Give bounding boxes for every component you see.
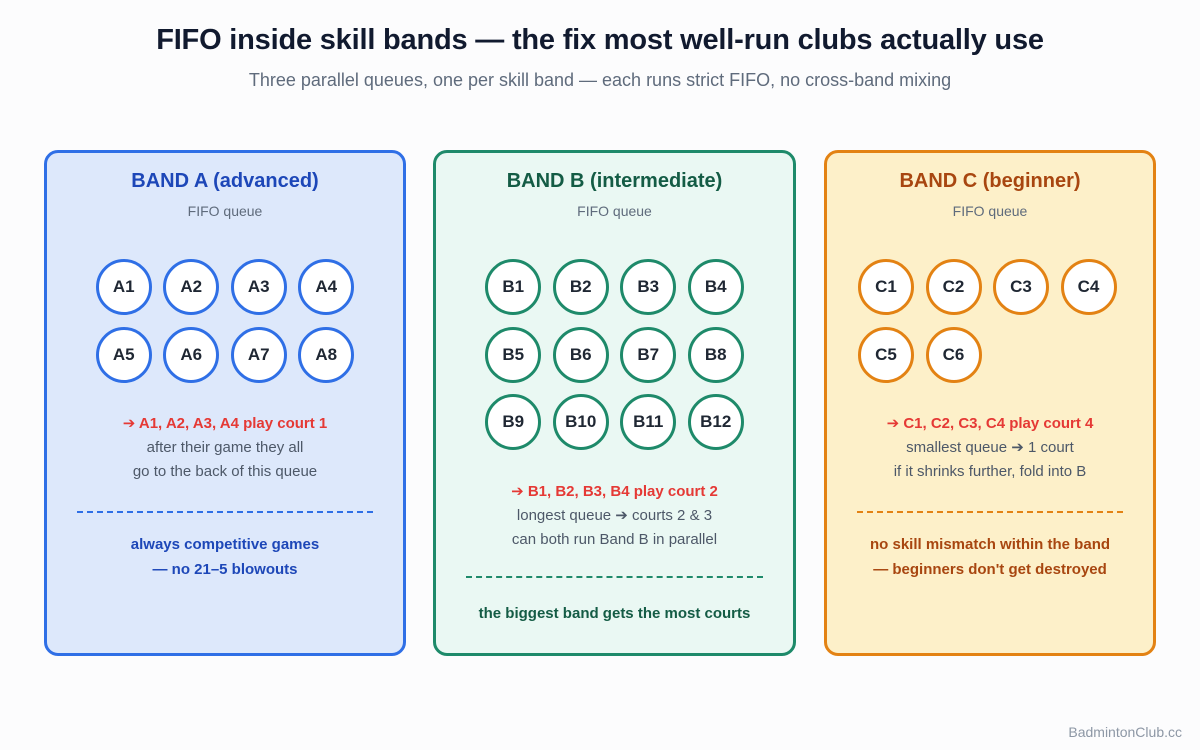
diagram-title: FIFO inside skill bands — the fix most w… [156,24,1044,56]
player-token: C2 [925,259,982,315]
band-b-note-1: longest queue ➔ courts 2 & 3 [516,507,713,524]
player-token: C5 [858,326,914,383]
band-c-info: ➔ C1, C2, C3, C4 play court 4 smallest q… [827,412,1153,484]
player-token: A2 [163,259,220,315]
player-token: A6 [163,326,220,383]
band-c-footer-line-2: — beginners don't get destroyed [873,561,1107,578]
band-a-title: BAND A (advanced) [131,170,319,192]
band-a-court-assignment: ➔ A1, A2, A3, A4 play court 1 [122,415,328,432]
band-c-footer-line-1: no skill mismatch within the band [869,536,1111,553]
diagram-subtitle: Three parallel queues, one per skill ban… [248,70,952,90]
band-a-queue-label: FIFO queue [187,203,263,219]
player-token: A5 [95,326,152,383]
player-token: C6 [925,326,982,383]
band-b-queue-label: FIFO queue [577,203,652,219]
band-a-footer: always competitive games — no 21–5 blowo… [47,532,403,582]
player-token: B5 [485,326,542,383]
player-token: A3 [230,259,287,315]
player-token: A8 [298,326,355,383]
player-token: C3 [993,259,1049,315]
band-a-footer-line-1: always competitive games [130,536,320,553]
player-token: C4 [1060,259,1117,315]
band-a-divider [77,511,373,513]
band-a-footer-line-2: — no 21–5 blowouts [152,561,298,578]
band-c-queue-label: FIFO queue [952,203,1028,219]
band-a-queue: A1 A2 A3 A4 A5 A6 A7 A8 [47,259,403,383]
band-c-queue: C1 C2 C3 C4 C5 C6 [858,259,1153,383]
band-a-note-2: go to the back of this queue [132,463,318,480]
site-watermark: BadmintonClub.cc [1068,724,1182,740]
player-token: B11 [620,394,677,450]
band-c-footer: no skill mismatch within the band — begi… [827,532,1153,582]
player-token: B2 [552,259,609,315]
player-token: B4 [687,259,744,315]
player-token: A7 [230,326,287,383]
band-c-note-2: if it shrinks further, fold into B [893,463,1087,480]
player-token: B8 [687,326,744,383]
band-c-note-1: smallest queue ➔ 1 court [906,439,1074,456]
band-b-note-2: can both run Band B in parallel [511,531,718,548]
player-token: B1 [485,259,542,315]
player-token: B7 [620,326,677,383]
band-b-court-assignment: ➔ B1, B2, B3, B4 play court 2 [511,483,718,500]
band-b-panel: BAND B (intermediate) FIFO queue B1 B2 B… [433,150,796,656]
player-token: B6 [552,326,609,383]
band-b-queue: B1 B2 B3 B4 B5 B6 B7 B8 B9 B10 B11 B12 [436,259,793,450]
band-c-divider [857,511,1123,513]
player-token: B9 [485,394,542,450]
band-b-info: ➔ B1, B2, B3, B4 play court 2 longest qu… [436,480,793,552]
band-c-court-assignment: ➔ C1, C2, C3, C4 play court 4 [886,415,1094,432]
player-token: B10 [552,394,609,450]
band-a-info: ➔ A1, A2, A3, A4 play court 1 after thei… [47,412,403,484]
band-b-title: BAND B (intermediate) [506,170,723,192]
player-token: C1 [858,259,914,315]
player-token: B3 [620,259,677,315]
band-a-panel: BAND A (advanced) FIFO queue A1 A2 A3 A4… [44,150,406,656]
band-c-panel: BAND C (beginner) FIFO queue C1 C2 C3 C4… [824,150,1156,656]
band-c-title: BAND C (beginner) [899,170,1081,192]
player-token: A1 [95,259,152,315]
band-a-note-1: after their game they all [146,439,304,456]
player-token: A4 [298,259,355,315]
band-b-footer: the biggest band gets the most courts [436,601,793,626]
player-token: B12 [687,394,744,450]
band-b-footer-line-1: the biggest band gets the most courts [478,605,751,622]
band-b-divider [466,576,763,578]
